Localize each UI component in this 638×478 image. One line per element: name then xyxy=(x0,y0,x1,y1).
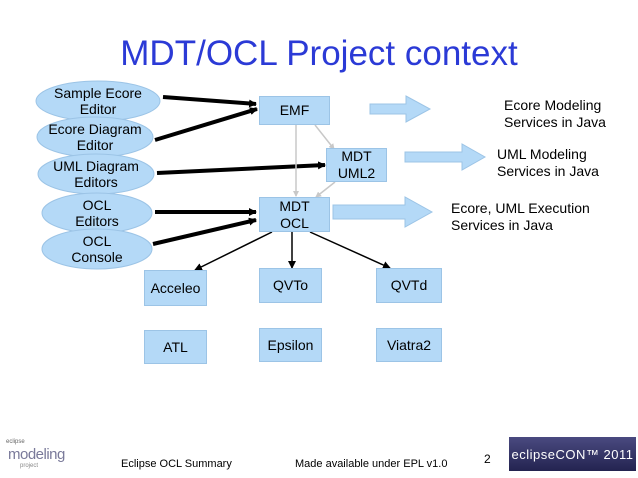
box-qvtd: QVTd xyxy=(376,268,442,303)
client-sample-ecore-editor: Sample Ecore Editor xyxy=(54,85,142,117)
box-mdt-ocl: MDT OCL xyxy=(259,197,330,232)
link-ocl-to-acceleo xyxy=(194,231,273,271)
box-qvto: QVTo xyxy=(259,268,322,303)
eclipse-modeling-logo: eclipse modeling project xyxy=(6,436,65,472)
logo-left-sub-text: project xyxy=(20,463,39,469)
note-ecore-uml-execution: Ecore, UML Execution Services in Java xyxy=(451,200,590,233)
page-number: 2 xyxy=(484,452,491,466)
client-uml-diagram-editors: UML Diagram Editors xyxy=(53,158,139,190)
client-ocl-console: OCL Console xyxy=(71,233,123,265)
client-ecore-diagram-editor: Ecore Diagram Editor xyxy=(48,121,142,153)
box-epsilon: Epsilon xyxy=(259,328,322,362)
box-emf: EMF xyxy=(259,96,330,125)
eclipsecon-logo: eclipseCON™ 2011 xyxy=(509,437,636,471)
client-ocl-editors: OCL Editors xyxy=(75,197,119,229)
arrow-sample-ecore-to-emf xyxy=(162,95,257,108)
link-emf-to-uml2 xyxy=(314,124,335,150)
note-uml-modeling: UML Modeling Services in Java xyxy=(497,146,599,179)
box-mdt-uml2: MDT UML2 xyxy=(326,148,387,182)
footer-license: Made available under EPL v1.0 xyxy=(295,458,448,470)
note-ecore-modeling: Ecore Modeling Services in Java xyxy=(504,97,606,130)
block-arrow-execution-services xyxy=(332,196,434,228)
logo-left-main-text: modeling xyxy=(8,446,65,463)
block-arrow-uml-services xyxy=(404,143,487,171)
box-atl: ATL xyxy=(144,330,207,364)
arrow-uml-diagram-to-uml2 xyxy=(156,161,326,175)
footer-title: Eclipse OCL Summary xyxy=(121,458,232,470)
block-arrow-ecore-services xyxy=(369,95,432,123)
link-ocl-to-qvtd xyxy=(309,231,391,269)
box-viatra2: Viatra2 xyxy=(376,328,442,362)
box-acceleo: Acceleo xyxy=(144,270,207,306)
arrow-ecore-diagram-to-emf xyxy=(154,107,258,142)
link-uml2-to-ocl xyxy=(315,181,336,198)
client-ellipse-5 xyxy=(41,228,153,270)
slide-title: MDT/OCL Project context xyxy=(120,34,518,73)
arrow-ocl-console-to-ocl xyxy=(152,217,257,246)
logo-left-top-text: eclipse xyxy=(6,439,25,445)
